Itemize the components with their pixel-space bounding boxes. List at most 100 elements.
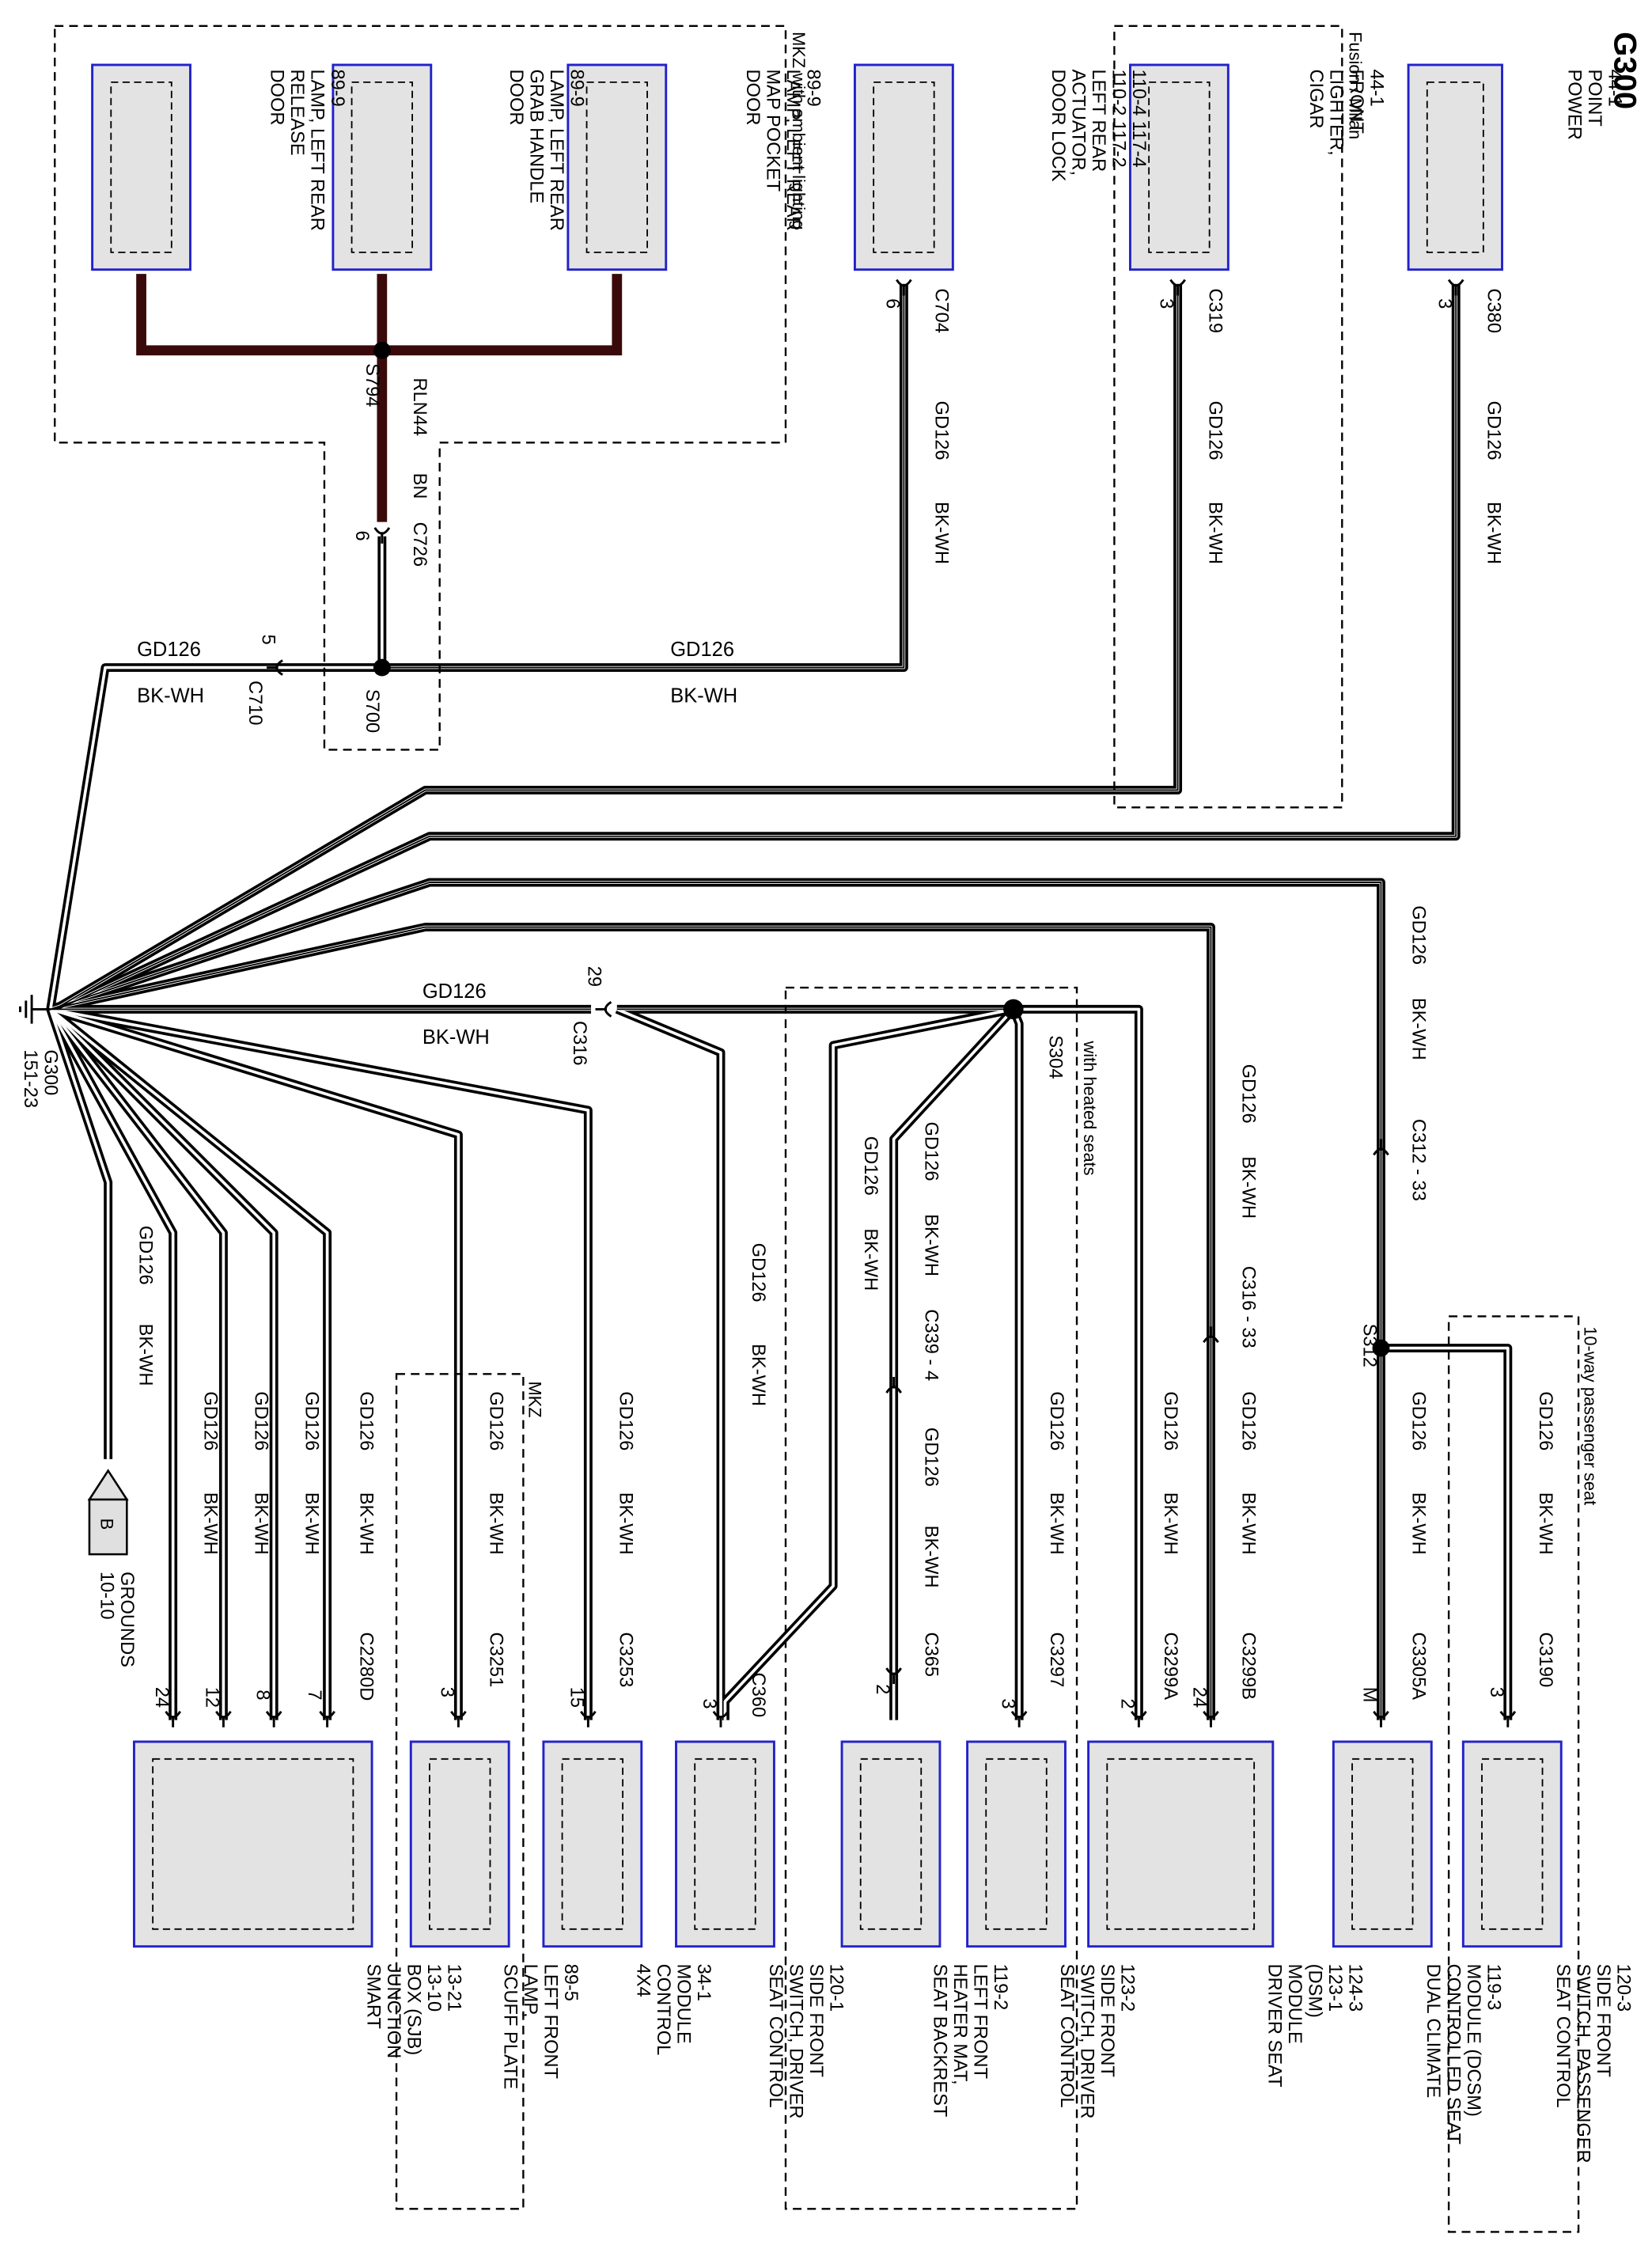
wire-sjb-d — [47, 1006, 332, 1720]
component-dcsm[interactable] — [1332, 1740, 1433, 1948]
splice-label-s794: S794 — [362, 363, 382, 407]
connector-c710: C710 — [244, 681, 265, 726]
connector-c360: C360 — [748, 1673, 768, 1718]
wire-label-4x4-gd126: GD126 — [615, 1391, 635, 1451]
connector-c3297: C3297 — [1046, 1633, 1067, 1688]
svg-text:GRAB HANDLE: GRAB HANDLE — [525, 69, 546, 203]
pin-c710: 5 — [258, 635, 278, 645]
svg-text:SMART: SMART — [363, 1964, 384, 2029]
component-grab-handle-lamp[interactable] — [332, 63, 433, 271]
component-scuff-plate-lamp[interactable] — [409, 1740, 510, 1948]
component-dsm[interactable] — [1087, 1740, 1275, 1948]
wire-label-dsmb-gd126: GD126 — [1238, 1391, 1259, 1451]
component-cigar-lighter[interactable] — [1128, 63, 1230, 271]
wire-label-c380-bkwh: BK-WH — [1483, 502, 1503, 564]
connector-c3299b: C3299B — [1238, 1633, 1259, 1701]
component-release-lamp[interactable] — [91, 63, 191, 271]
wire-label-c704-bkwh: BK-WH — [930, 502, 951, 564]
svg-text:LEFT FRONT: LEFT FRONT — [970, 1964, 991, 2080]
svg-text:G300: G300 — [40, 1049, 60, 1095]
group-box-heated-seats — [784, 986, 1078, 2210]
svg-text:SEAT CONTROL: SEAT CONTROL — [1552, 1964, 1573, 2108]
wire-cigar-lighter — [52, 283, 1183, 1014]
wiring — [46, 274, 1513, 1720]
splice-s794 — [373, 341, 391, 359]
wire-label-c319-gd126: GD126 — [1205, 401, 1226, 461]
svg-text:SEAT BACKREST: SEAT BACKREST — [930, 1964, 950, 2118]
svg-text:SWITCH, DRIVER: SWITCH, DRIVER — [785, 1964, 805, 2119]
component-4x4-control-module[interactable] — [542, 1740, 643, 1948]
wire-power-point — [55, 283, 1461, 1014]
svg-text:DOOR: DOOR — [267, 69, 287, 125]
svg-text:44-1: 44-1 — [1604, 69, 1624, 106]
connector-c3190: C3190 — [1535, 1633, 1555, 1688]
svg-text:119-2: 119-2 — [990, 1964, 1010, 2011]
pin-c319: 3 — [1156, 298, 1176, 309]
component-seat-control-driver-a[interactable] — [966, 1740, 1067, 1948]
svg-text:RELEASE: RELEASE — [286, 69, 307, 155]
group-box-mkz-ambient — [54, 25, 787, 751]
wire-label-c360-top-gd126: GD126 — [860, 1136, 881, 1196]
svg-text:LEFT REAR: LEFT REAR — [1088, 69, 1108, 172]
connector-c3253: C3253 — [615, 1633, 635, 1688]
component-seat-control-passenger[interactable] — [1461, 1740, 1563, 1948]
svg-text:HEATER MAT,: HEATER MAT, — [949, 1964, 970, 2085]
svg-text:120-3: 120-3 — [1612, 1964, 1633, 2012]
connector-c3299a: C3299A — [1160, 1633, 1180, 1701]
svg-text:DOOR: DOOR — [506, 69, 526, 125]
splice-label-s312: S312 — [1359, 1324, 1380, 1367]
wire-label-dsma-bkwh: BK-WH — [1160, 1492, 1180, 1555]
svg-text:MODULE (DCSM): MODULE (DCSM) — [1463, 1964, 1483, 2117]
component-power-point[interactable] — [1407, 63, 1503, 271]
component-backrest-heater-mat[interactable] — [840, 1740, 942, 1948]
component-smart-junction-box[interactable] — [132, 1740, 373, 1948]
wire-label-c3297-gd126: GD126 — [1046, 1391, 1067, 1451]
svg-text:89-5: 89-5 — [560, 1964, 581, 2001]
component-door-lock-actuator[interactable] — [853, 63, 954, 271]
wire-label-c316-gd126: GD126 — [422, 980, 487, 1003]
splice-s700 — [373, 658, 391, 677]
svg-text:LAMP, LEFT REAR: LAMP, LEFT REAR — [307, 69, 328, 230]
svg-text:89-9: 89-9 — [566, 69, 587, 106]
wire-label-c710-gd126: GD126 — [137, 639, 201, 661]
connector-c726: C726 — [409, 522, 430, 567]
svg-text:CIGAR: CIGAR — [1305, 69, 1326, 128]
svg-text:10-10: 10-10 — [97, 1572, 117, 1620]
wire-label-c319-bkwh: BK-WH — [1205, 502, 1226, 564]
wire-label-sjb8-gd126: GD126 — [250, 1391, 271, 1451]
connector-c3305a: C3305A — [1408, 1633, 1429, 1701]
pin-sjb-8: 8 — [252, 1689, 272, 1700]
svg-text:DRIVER SEAT: DRIVER SEAT — [1264, 1964, 1284, 2088]
svg-text:13-10: 13-10 — [423, 1964, 444, 2012]
component-seat-control-driver-b[interactable] — [675, 1740, 775, 1948]
component-map-pocket-lamp[interactable] — [566, 63, 668, 271]
connector-c2280d: C2280D — [356, 1633, 377, 1701]
wire-label-sjb12-bkwh: BK-WH — [200, 1492, 221, 1555]
wire-label-4x4-bkwh: BK-WH — [615, 1492, 635, 1555]
pin-c316: 29 — [583, 966, 604, 987]
svg-text:LEFT FRONT: LEFT FRONT — [540, 1964, 561, 2080]
pin-c726: 6 — [351, 530, 372, 540]
wire-label-bn: BN — [409, 473, 430, 499]
wire-label-c365-bkwh: BK-WH — [921, 1526, 942, 1588]
svg-text:POWER: POWER — [1563, 69, 1584, 139]
pin-c365: 2 — [872, 1684, 892, 1694]
wire-c360-s304 — [721, 1005, 1014, 1720]
pin-c704: 6 — [882, 298, 903, 309]
svg-text:LAMP, LEFT REAR: LAMP, LEFT REAR — [546, 69, 566, 230]
wire-label-scuff-gd126: GD126 — [485, 1391, 506, 1451]
connector-c316-33: C316 - 33 — [1238, 1266, 1259, 1348]
splice-s304 — [1003, 999, 1024, 1020]
svg-text:GROUNDS: GROUNDS — [116, 1572, 137, 1667]
group-box-mkz — [395, 1373, 525, 2210]
pin-sjb-7: 7 — [304, 1689, 324, 1700]
svg-text:123-1: 123-1 — [1324, 1964, 1345, 2012]
ground-symbol — [19, 995, 51, 1024]
wire-label-rln44: RLN44 — [409, 377, 430, 436]
wire-label-scuff-bkwh: BK-WH — [485, 1492, 506, 1555]
svg-text:151-23: 151-23 — [20, 1049, 40, 1108]
